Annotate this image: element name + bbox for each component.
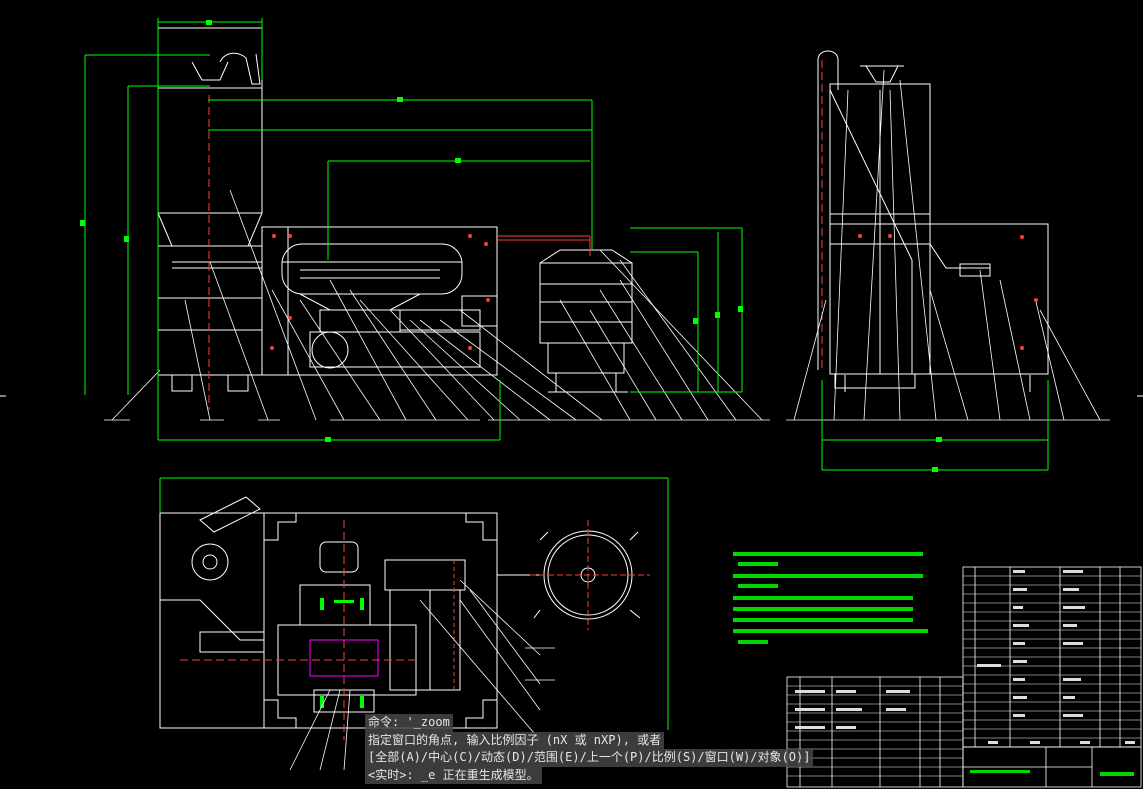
command-line-4: <实时>: _e 正在重生成模型。 (365, 766, 542, 784)
top-view-leaders (289, 579, 555, 771)
bom-rows (787, 575, 1141, 777)
side-leaders (786, 69, 1110, 421)
front-view (157, 27, 633, 393)
technical-notes (733, 552, 928, 644)
command-line[interactable]: 命令: '_zoom 指定窗口的角点, 输入比例因子 (nX 或 nXP), 或… (365, 714, 825, 784)
side-view (817, 50, 1049, 392)
command-line-1: 命令: '_zoom (365, 714, 453, 732)
command-line-2: 指定窗口的角点, 输入比例因子 (nX 或 nXP), 或者 (365, 731, 665, 749)
top-view (159, 496, 641, 729)
top-view-bearings (320, 598, 364, 708)
top-view-dims (159, 477, 669, 730)
command-line-3: [全部(A)/中心(C)/动态(D)/范围(E)/上一个(P)/比例(S)/窗口… (365, 749, 814, 767)
side-dim-text (932, 437, 942, 472)
side-dims (821, 380, 1049, 471)
front-view-details (208, 60, 823, 410)
dimension-lines (84, 18, 743, 441)
top-view-center (180, 520, 650, 740)
front-view-bolts (270, 234, 1038, 350)
top-view-motor (309, 639, 379, 677)
dimension-text (80, 20, 743, 442)
leader-lines (104, 189, 770, 421)
bom-text (795, 570, 1135, 776)
